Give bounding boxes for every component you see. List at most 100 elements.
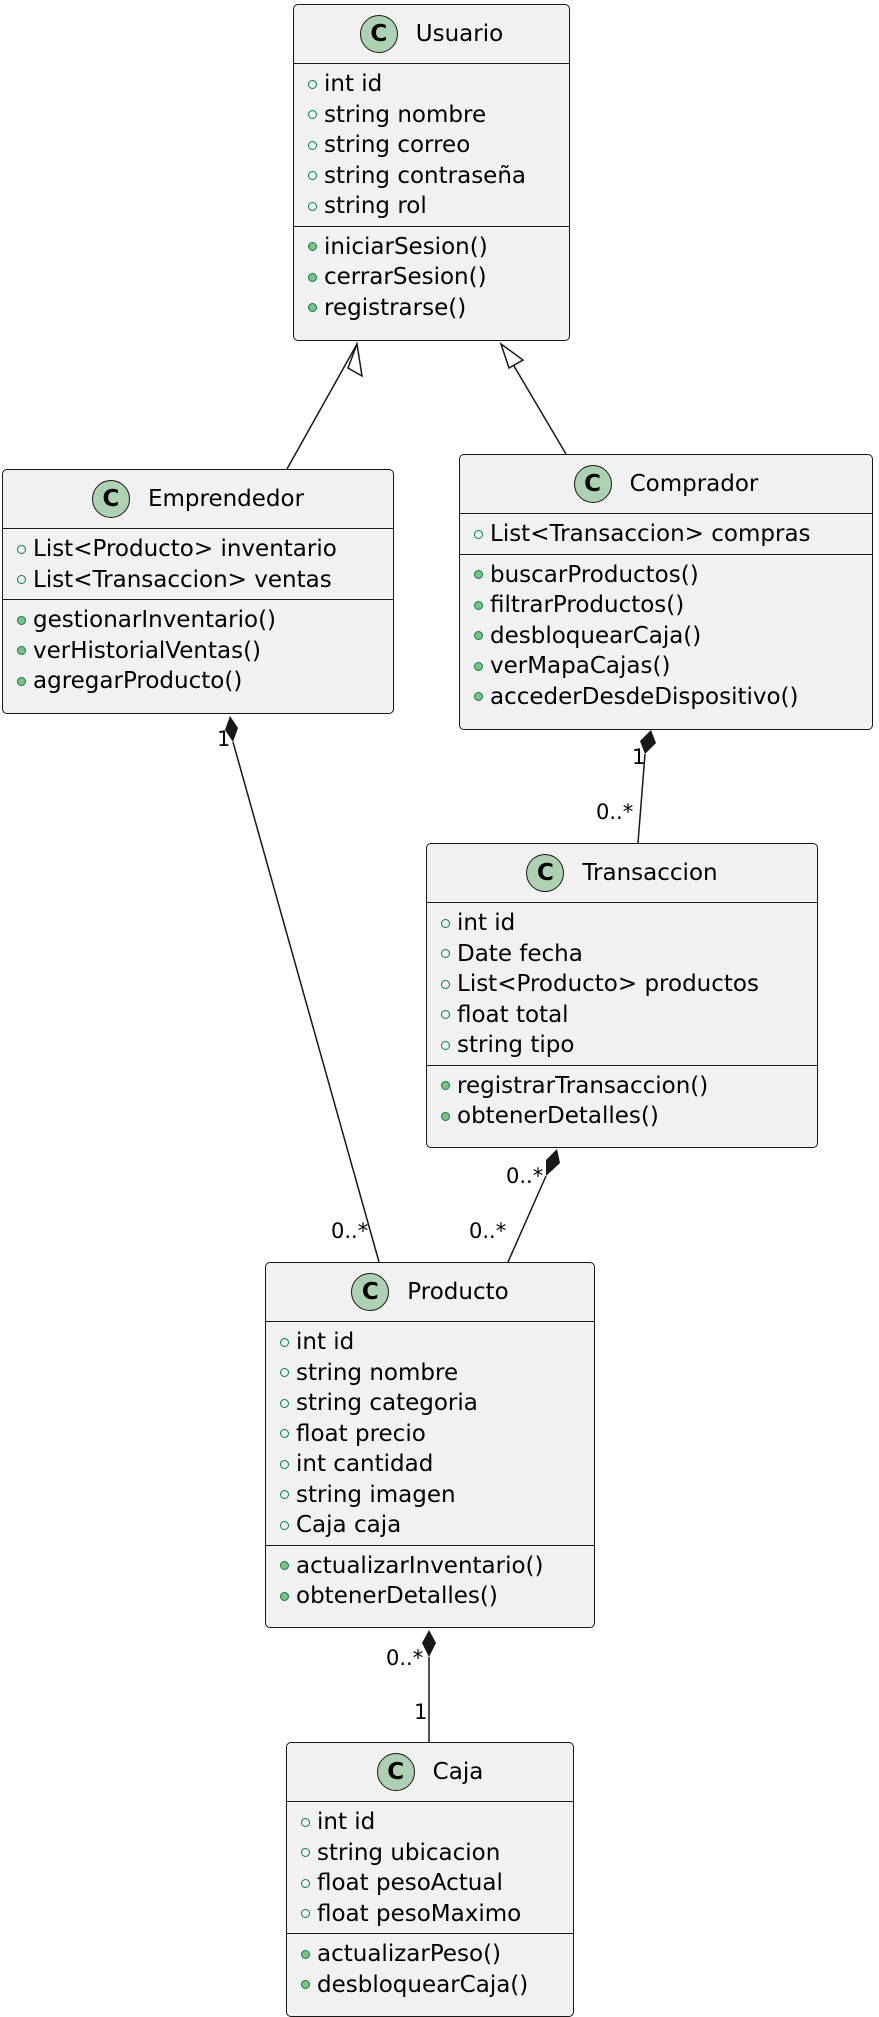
public-attribute-icon bbox=[301, 1848, 310, 1858]
methods-section: actualizarInventario() obtenerDetalles() bbox=[266, 1546, 594, 1616]
public-method-icon bbox=[280, 1561, 289, 1571]
class-name: Emprendedor bbox=[147, 486, 305, 512]
class-producto: C Producto int id string nombre string c… bbox=[265, 1262, 595, 1628]
attribute: float pesoActual bbox=[301, 1868, 573, 1899]
attribute: int id bbox=[280, 1327, 594, 1358]
attribute: List<Producto> productos bbox=[441, 969, 817, 1000]
public-method-icon bbox=[301, 1949, 310, 1959]
method: accederDesdeDispositivo() bbox=[474, 682, 872, 713]
attribute: Date fecha bbox=[441, 939, 817, 970]
attribute: Caja caja bbox=[280, 1510, 594, 1541]
generalization-arrowhead-comprador bbox=[499, 342, 525, 370]
composition-transaccion-producto bbox=[507, 1175, 547, 1263]
composition-diamond-transaccion bbox=[546, 1149, 560, 1176]
public-attribute-icon bbox=[301, 1817, 310, 1827]
public-attribute-icon bbox=[301, 1909, 310, 1919]
class-usuario: C Usuario int id string nombre string co… bbox=[293, 4, 570, 341]
attribute: float total bbox=[441, 1000, 817, 1031]
public-attribute-icon bbox=[308, 171, 317, 181]
composition-diamond-emprendedor bbox=[225, 716, 238, 742]
composition-diamond-producto bbox=[422, 1630, 436, 1657]
attribute: string rol bbox=[308, 191, 569, 222]
public-attribute-icon bbox=[441, 1010, 450, 1020]
attribute: string categoria bbox=[280, 1388, 594, 1419]
multiplicity-label: 0..* bbox=[469, 1219, 507, 1243]
class-name: Transaccion bbox=[582, 860, 718, 886]
class-caja: C Caja int id string ubicacion float pes… bbox=[286, 1742, 574, 2017]
method: gestionarInventario() bbox=[17, 605, 393, 636]
attribute: string imagen bbox=[280, 1480, 594, 1511]
class-header: C Usuario bbox=[294, 5, 569, 64]
method: agregarProducto() bbox=[17, 666, 393, 697]
composition-emprendedor-producto bbox=[232, 741, 380, 1263]
method: buscarProductos() bbox=[474, 560, 872, 591]
method: desbloquearCaja() bbox=[474, 621, 872, 652]
public-attribute-icon bbox=[280, 1398, 289, 1408]
attribute: string nombre bbox=[280, 1358, 594, 1389]
class-icon: C bbox=[526, 854, 565, 892]
method: verMapaCajas() bbox=[474, 651, 872, 682]
class-icon: C bbox=[376, 1753, 415, 1791]
method: cerrarSesion() bbox=[308, 262, 569, 293]
multiplicity-label: 0..* bbox=[596, 800, 634, 824]
attribute: int id bbox=[308, 69, 569, 100]
public-method-icon bbox=[17, 646, 26, 656]
public-method-icon bbox=[280, 1591, 289, 1601]
method: iniciarSesion() bbox=[308, 232, 569, 263]
attribute: int id bbox=[301, 1807, 573, 1838]
method: registrarTransaccion() bbox=[441, 1071, 817, 1102]
class-icon: C bbox=[91, 480, 130, 518]
public-attribute-icon bbox=[308, 140, 317, 150]
public-attribute-icon bbox=[308, 110, 317, 120]
generalization-arrowhead-emprendedor bbox=[347, 341, 363, 378]
public-attribute-icon bbox=[280, 1337, 289, 1347]
attributes-section: List<Transaccion> compras bbox=[460, 514, 872, 555]
methods-section: iniciarSesion() cerrarSesion() registrar… bbox=[294, 227, 569, 328]
attribute: List<Transaccion> ventas bbox=[17, 565, 393, 596]
public-attribute-icon bbox=[17, 544, 26, 554]
public-attribute-icon bbox=[308, 201, 317, 211]
class-name: Caja bbox=[432, 1759, 484, 1785]
method: verHistorialVentas() bbox=[17, 636, 393, 667]
public-attribute-icon bbox=[308, 79, 317, 89]
composition-comprador-transaccion bbox=[637, 753, 646, 844]
attributes-section: int id string ubicacion float pesoActual… bbox=[287, 1802, 573, 1934]
attributes-section: int id string nombre string categoria fl… bbox=[266, 1322, 594, 1546]
public-method-icon bbox=[474, 570, 483, 580]
methods-section: registrarTransaccion() obtenerDetalles() bbox=[427, 1066, 817, 1136]
attributes-section: List<Producto> inventario List<Transacci… bbox=[3, 529, 393, 600]
class-header: C Caja bbox=[287, 1743, 573, 1802]
public-method-icon bbox=[441, 1111, 450, 1121]
generalization-emprendedor-usuario bbox=[286, 343, 358, 470]
public-attribute-icon bbox=[441, 1040, 450, 1050]
composition-diamond-comprador bbox=[640, 730, 656, 754]
class-icon: C bbox=[573, 465, 612, 503]
public-attribute-icon bbox=[17, 575, 26, 585]
multiplicity-label: 0..* bbox=[506, 1164, 544, 1188]
attribute: List<Producto> inventario bbox=[17, 534, 393, 565]
class-header: C Comprador bbox=[460, 455, 872, 514]
public-method-icon bbox=[17, 676, 26, 686]
class-icon: C bbox=[359, 15, 398, 53]
multiplicity-label: 1 bbox=[414, 1700, 428, 1724]
class-header: C Transaccion bbox=[427, 844, 817, 903]
multiplicity-label: 1 bbox=[217, 727, 231, 751]
attributes-section: int id Date fecha List<Producto> product… bbox=[427, 903, 817, 1066]
class-header: C Emprendedor bbox=[3, 470, 393, 529]
class-header: C Producto bbox=[266, 1263, 594, 1322]
attribute: float pesoMaximo bbox=[301, 1899, 573, 1930]
public-method-icon bbox=[301, 1980, 310, 1990]
method: obtenerDetalles() bbox=[441, 1101, 817, 1132]
class-name: Producto bbox=[407, 1279, 509, 1305]
class-icon: C bbox=[351, 1273, 390, 1311]
public-attribute-icon bbox=[280, 1459, 289, 1469]
public-method-icon bbox=[474, 600, 483, 610]
public-attribute-icon bbox=[441, 979, 450, 989]
attribute: int cantidad bbox=[280, 1449, 594, 1480]
attribute: string tipo bbox=[441, 1030, 817, 1061]
class-emprendedor: C Emprendedor List<Producto> inventario … bbox=[2, 469, 394, 714]
attributes-section: int id string nombre string correo strin… bbox=[294, 64, 569, 227]
public-attribute-icon bbox=[280, 1429, 289, 1439]
public-attribute-icon bbox=[441, 918, 450, 928]
